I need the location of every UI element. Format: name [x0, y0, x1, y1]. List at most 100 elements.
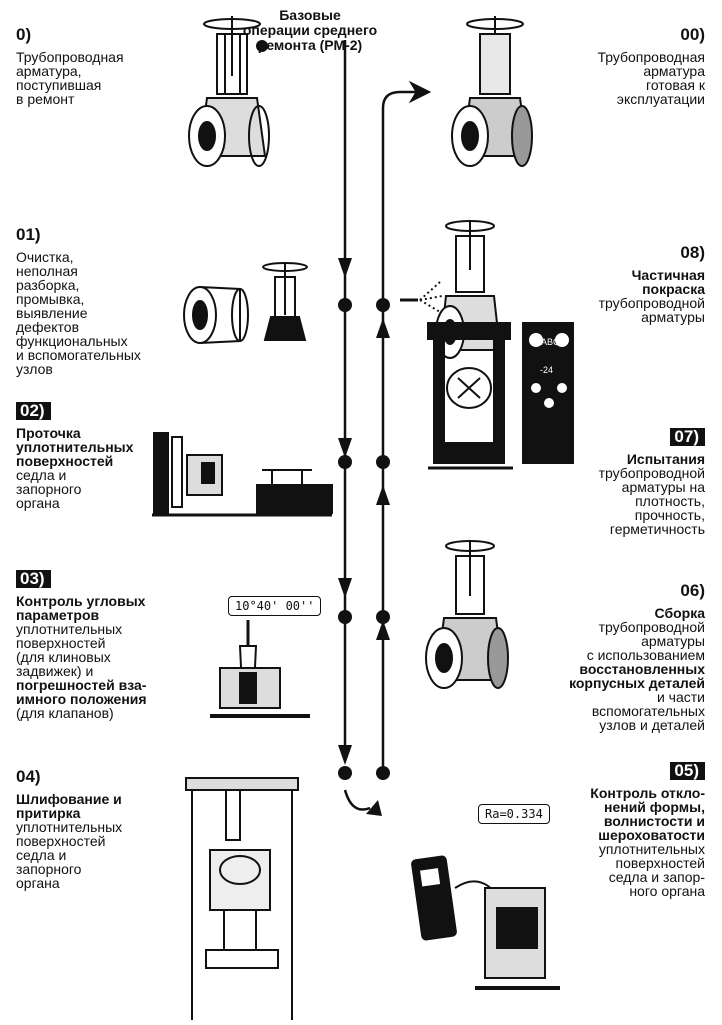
step-number: 07) [670, 428, 705, 446]
angle-gauge-illustration [210, 620, 310, 718]
step-text-line: вспомогательных [591, 703, 705, 719]
step-text-line: волнистости и [603, 813, 705, 829]
center-title-line-3: ремонта (РМ-2) [257, 37, 363, 53]
step-text-line: нений формы, [604, 799, 705, 815]
step-text-line: узлов [16, 361, 53, 377]
step-text-line: уплотнительных [16, 621, 123, 637]
step-text-line: дефектов [16, 319, 80, 335]
arrow-up-06 [376, 620, 390, 640]
step-text-line: поступившая [16, 77, 102, 93]
valve-incoming-illustration [188, 16, 270, 167]
arrow-down-03 [338, 578, 352, 598]
test-stand-illustration: ABC -24 [427, 322, 574, 470]
step-number: 03) [16, 570, 51, 588]
step-text-line: неполная [16, 263, 78, 279]
step-number: 01) [16, 225, 41, 244]
step-text-line: Трубопроводная [597, 49, 705, 65]
step-text-line: задвижек) и [16, 663, 94, 679]
dot-01-left [338, 298, 352, 312]
step-text-line: седла и [16, 847, 67, 863]
roughness-meter-illustration [411, 855, 560, 990]
step-text-line: плотность, [635, 493, 705, 509]
valve-ready-illustration [451, 16, 533, 167]
step-text-line: трубопроводной [598, 619, 705, 635]
step-text-line: трубопроводной [598, 465, 705, 481]
step-text-line: арматура [643, 63, 705, 79]
step-text-line: погрешностей вза- [16, 677, 147, 693]
dot-title [256, 40, 268, 52]
step-text-line: арматура, [16, 63, 82, 79]
dot-04-right [376, 766, 390, 780]
arrow-down-04 [338, 745, 352, 765]
step-text-line: в ремонт [16, 91, 75, 107]
gauge-mark-mid: -24 [540, 365, 553, 375]
step-text-line: (для клиновых [16, 649, 111, 665]
roughness-readout: Ra=0.334 [478, 804, 550, 824]
step-text-line: уплотнительных [16, 819, 123, 835]
step-text-line: разборка, [16, 277, 80, 293]
step-text-line: арматуры на [621, 479, 705, 495]
dot-02-left [338, 455, 352, 469]
valve-assembly-illustration [425, 540, 509, 689]
step-text-line: прочность, [634, 507, 705, 523]
step-text-line: шероховатости [598, 827, 705, 843]
step-text-line: и вспомогательных [16, 347, 141, 363]
step-text-line: седла и запор- [608, 869, 705, 885]
angle-readout: 10°40' 00'' [228, 596, 322, 616]
step-text-line: поверхностей [16, 635, 106, 651]
dot-02-right [376, 455, 390, 469]
step-text-line: Проточка [16, 425, 81, 441]
dot-01-right [376, 298, 390, 312]
step-text-line: Шлифование и [16, 791, 122, 807]
step-text-line: арматуры [641, 633, 705, 649]
step-text-line: ного органа [629, 883, 705, 899]
step-text-line: восстановленных [579, 661, 705, 677]
step-text-line: притирка [16, 805, 81, 821]
center-title-line-1: Базовые [279, 7, 341, 23]
step-text-line: эксплуатации [616, 91, 705, 107]
step-text-line: седла и [16, 467, 67, 483]
step-text-line: запорного [16, 861, 82, 877]
step-number: 02) [16, 402, 51, 420]
step-text-line: выявление [16, 305, 88, 321]
step-text-line: поверхностей [16, 453, 114, 469]
arrow-up-07 [376, 485, 390, 505]
dot-04-left [338, 766, 352, 780]
step-text-line: имного положения [16, 691, 147, 707]
step-text-line: функциональных [16, 333, 128, 349]
step-text-line: Контроль угловых [16, 593, 146, 609]
step-text-line: параметров [16, 607, 100, 623]
step-number: 05) [670, 762, 705, 780]
arrow-down-01 [338, 258, 352, 278]
step-number: 06) [680, 581, 705, 600]
step-text-line: готовая к [646, 77, 705, 93]
step-text-line: трубопроводной [598, 295, 705, 311]
step-05: 05)Контроль откло-нений формы,волнистост… [560, 762, 705, 898]
center-title: Базовые операции среднего ремонта (РМ-2) [240, 8, 380, 53]
step-number: 0) [16, 25, 32, 44]
step-text-line: Сборка [654, 605, 705, 621]
step-text-line: органа [16, 495, 60, 511]
step-text-line: запорного [16, 481, 82, 497]
step-text-line: органа [16, 875, 60, 891]
step-text-line: герметичность [609, 521, 705, 537]
gauge-mark-top: ABC [541, 337, 560, 347]
step-text-line: поверхностей [615, 855, 705, 871]
step-text-line: промывка, [16, 291, 85, 307]
step-number: 00) [680, 25, 705, 44]
flow-arrow-top [381, 80, 432, 109]
step-text-line: Испытания [626, 451, 705, 467]
center-title-line-2: операции среднего [242, 22, 378, 38]
step-text-line: арматуры [641, 309, 705, 325]
arrow-up-08 [376, 318, 390, 338]
arrow-turn-05 [366, 800, 382, 816]
